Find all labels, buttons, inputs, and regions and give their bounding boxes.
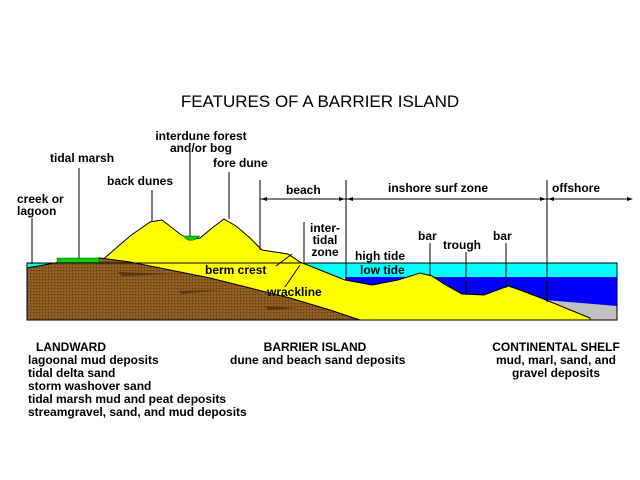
label-back-dunes: back dunes: [107, 174, 174, 188]
label-line: lagoon: [17, 204, 57, 218]
list-item: mud, marl, sand, and: [495, 353, 617, 367]
label-line: creek or: [17, 192, 64, 206]
label-berm-crest: berm crest: [205, 263, 267, 277]
list-item: dune and beach sand deposits: [230, 353, 406, 367]
list-item: tidal marsh mud and peat deposits: [28, 392, 227, 406]
label-high-tide: high tide: [355, 249, 405, 263]
label-low-tide: low tide: [360, 263, 405, 277]
landward-list: lagoonal mud deposits tidal delta sand s…: [28, 354, 247, 419]
diagram-title: FEATURES OF A BARRIER ISLAND: [180, 92, 460, 111]
barrier-island-heading: BARRIER ISLAND: [263, 340, 367, 354]
label-line: and/or bog: [170, 141, 232, 155]
label-trough: trough: [443, 238, 481, 252]
tidal-marsh-vegetation: [56, 257, 100, 264]
continental-shelf-list: mud, marl, sand, and gravel deposits: [476, 354, 636, 380]
label-bar-2: bar: [493, 229, 512, 243]
label-beach: beach: [286, 183, 321, 197]
bog-vegetation: [182, 235, 201, 241]
label-offshore: offshore: [552, 181, 600, 195]
continental-shelf-heading: CONTINENTAL SHELF: [492, 340, 620, 354]
label-tidal-marsh: tidal marsh: [50, 151, 115, 165]
label-interdune-forest: interdune forest and/or bog: [146, 130, 256, 154]
label-line: tidal: [312, 233, 338, 247]
list-item: tidal delta sand: [28, 366, 116, 380]
label-line: interdune forest: [155, 129, 247, 143]
label-creek-or-lagoon: creek or lagoon: [17, 193, 64, 217]
list-item: storm washover sand: [28, 379, 152, 393]
landward-heading: LANDWARD: [36, 340, 106, 354]
label-wrackline: wrackline: [267, 285, 322, 299]
list-item: lagoonal mud deposits: [28, 353, 159, 367]
shelf-deposits: [545, 300, 617, 320]
label-fore-dune: fore dune: [213, 156, 268, 170]
label-line: zone: [311, 245, 339, 259]
label-line: inter-: [310, 221, 340, 235]
barrier-island-list: dune and beach sand deposits: [230, 353, 406, 367]
label-bar-1: bar: [418, 229, 437, 243]
label-inshore-surf-zone: inshore surf zone: [388, 181, 489, 195]
list-item: gravel deposits: [511, 366, 601, 380]
label-intertidal-zone: inter- tidal zone: [306, 222, 344, 258]
list-item: streamgravel, sand, and mud deposits: [28, 405, 247, 419]
